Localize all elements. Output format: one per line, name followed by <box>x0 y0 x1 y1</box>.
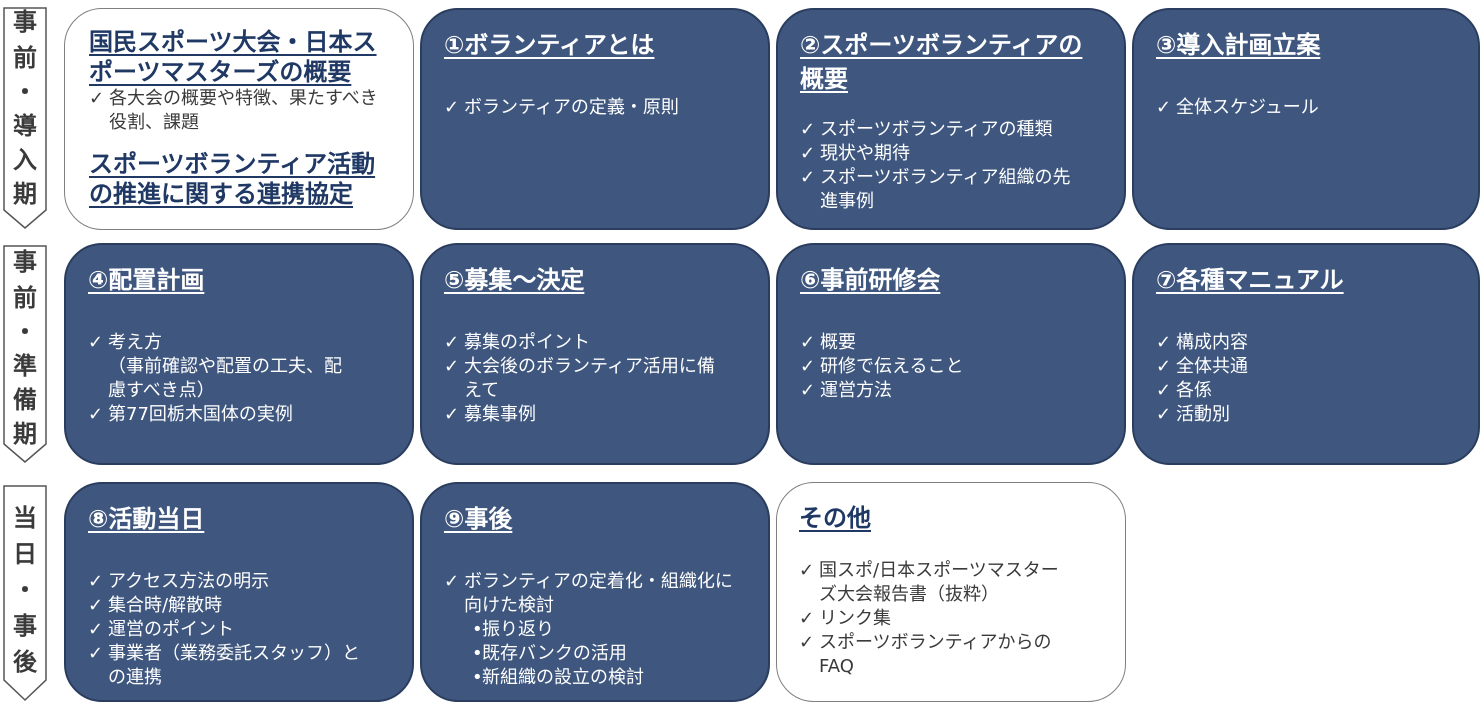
card-title[interactable]: ④配置計画 <box>88 266 205 294</box>
list-item: スポーツボランティアからのFAQ <box>799 631 1103 679</box>
card-title[interactable]: ⑥事前研修会 <box>800 266 941 294</box>
phase-label: 事 前 ・ 準 備 期 <box>13 248 37 448</box>
list-item: 現状や期待 <box>800 142 1102 166</box>
card-8-event-day[interactable]: ⑧活動当日 アクセス方法の明示 集合時/解散時 運営のポイント 事業者（業務委託… <box>64 482 414 702</box>
card-5-recruit[interactable]: ⑤募集～決定 募集のポイント 大会後のボランティア活用に備えて 募集事例 <box>420 243 770 465</box>
list-item-note: （事前確認や配置の工夫、配慮すべき点） <box>108 356 342 401</box>
card-title[interactable]: ⑨事後 <box>444 505 513 533</box>
card-2-sports-volunteer[interactable]: ②スポーツボランティアの概要 スポーツボランティアの種類 現状や期待 スポーツボ… <box>776 8 1126 230</box>
phase-marker-pre-intro: 事 前 ・ 導 入 期 <box>2 6 48 232</box>
card-list: スポーツボランティアの種類 現状や期待 スポーツボランティア組織の先進事例 <box>800 118 1102 214</box>
list-item: 各係 <box>1156 379 1456 403</box>
list-item: 運営のポイント <box>88 618 390 642</box>
phase-marker-day-after: 当 日 ・ 事 後 <box>2 484 48 704</box>
card-list: 募集のポイント 大会後のボランティア活用に備えて 募集事例 <box>444 331 746 427</box>
card-9-after[interactable]: ⑨事後 ボランティアの定着化・組織化に向けた検討 振り返り 既存バンクの活用 新… <box>420 482 770 702</box>
list-item: 概要 <box>800 331 1102 355</box>
card-title[interactable]: ①ボランティアとは <box>444 31 655 59</box>
card-list: 国スポ/日本スポーツマスターズ大会報告書（抜粋） リンク集 スポーツボランティア… <box>799 559 1103 679</box>
list-item: 構成内容 <box>1156 331 1456 355</box>
phase-label: 事 前 ・ 導 入 期 <box>13 8 37 208</box>
phase-marker-pre-prep: 事 前 ・ 準 備 期 <box>2 244 48 466</box>
chevron-down-arrow-shape <box>3 485 47 702</box>
card-title[interactable]: ②スポーツボランティアの概要 <box>800 31 1083 93</box>
list-item: 運営方法 <box>800 379 1102 403</box>
phase-label: 当 日 ・ 事 後 <box>13 504 37 676</box>
agreement-title[interactable]: スポーツボランティア活動の推進に関する連携協定 <box>89 150 376 208</box>
list-item: リンク集 <box>799 607 1103 631</box>
list-item: 全体スケジュール <box>1156 96 1456 120</box>
overview-title[interactable]: 国民スポーツ大会・日本スポーツマスターズの概要 <box>89 28 377 86</box>
card-1-volunteer[interactable]: ①ボランティアとは ボランティアの定義・原則 <box>420 8 770 230</box>
list-subitem: 既存バンクの活用 <box>444 642 746 666</box>
list-item: 全体共通 <box>1156 355 1456 379</box>
card-list: 概要 研修で伝えること 運営方法 <box>800 331 1102 403</box>
card-title[interactable]: その他 <box>799 504 871 532</box>
list-item: ボランティアの定着化・組織化に向けた検討 <box>444 570 746 618</box>
list-item: 研修で伝えること <box>800 355 1102 379</box>
card-6-training[interactable]: ⑥事前研修会 概要 研修で伝えること 運営方法 <box>776 243 1126 465</box>
card-4-placement[interactable]: ④配置計画 考え方 （事前確認や配置の工夫、配慮すべき点） 第77回栃木国体の実… <box>64 243 414 465</box>
list-item: 第77回栃木国体の実例 <box>88 403 390 427</box>
list-item: 募集のポイント <box>444 331 746 355</box>
list-item: スポーツボランティアの種類 <box>800 118 1102 142</box>
card-other[interactable]: その他 国スポ/日本スポーツマスターズ大会報告書（抜粋） リンク集 スポーツボラ… <box>776 482 1126 702</box>
list-item: アクセス方法の明示 <box>88 570 390 594</box>
card-list: アクセス方法の明示 集合時/解散時 運営のポイント 事業者（業務委託スタッフ）と… <box>88 570 390 690</box>
list-item: 国スポ/日本スポーツマスターズ大会報告書（抜粋） <box>799 559 1103 607</box>
chevron-down-arrow-shape <box>3 7 47 229</box>
list-item: スポーツボランティア組織の先進事例 <box>800 166 1102 214</box>
card-overview[interactable]: 国民スポーツ大会・日本スポーツマスターズの概要 各大会の概要や特徴、果たすべき役… <box>64 8 414 230</box>
list-item: 事業者（業務委託スタッフ）との連携 <box>88 642 390 690</box>
card-list: 全体スケジュール <box>1156 96 1456 120</box>
card-title[interactable]: ⑧活動当日 <box>88 505 205 533</box>
list-item: 各大会の概要や特徴、果たすべき役割、課題 <box>89 87 391 135</box>
card-7-manuals[interactable]: ⑦各種マニュアル 構成内容 全体共通 各係 活動別 <box>1132 243 1480 465</box>
card-title[interactable]: ⑤募集～決定 <box>444 266 585 294</box>
list-subitem: 新組織の設立の検討 <box>444 666 746 690</box>
card-title[interactable]: ③導入計画立案 <box>1156 31 1321 59</box>
chevron-down-arrow-shape <box>3 245 47 463</box>
list-item: 大会後のボランティア活用に備えて <box>444 355 746 403</box>
list-item: 活動別 <box>1156 403 1456 427</box>
card-title[interactable]: ⑦各種マニュアル <box>1156 266 1344 294</box>
list-item: 考え方 <box>88 331 390 355</box>
overview-list: 各大会の概要や特徴、果たすべき役割、課題 <box>89 87 391 135</box>
card-list: ボランティアの定義・原則 <box>444 96 746 120</box>
card-list: 構成内容 全体共通 各係 活動別 <box>1156 331 1456 427</box>
list-item: 集合時/解散時 <box>88 594 390 618</box>
card-3-plan[interactable]: ③導入計画立案 全体スケジュール <box>1132 8 1480 230</box>
card-list: ボランティアの定着化・組織化に向けた検討 振り返り 既存バンクの活用 新組織の設… <box>444 570 746 690</box>
card-list: 考え方 （事前確認や配置の工夫、配慮すべき点） 第77回栃木国体の実例 <box>88 331 390 427</box>
list-subitem: 振り返り <box>444 618 746 642</box>
list-item: 募集事例 <box>444 403 746 427</box>
list-item: ボランティアの定義・原則 <box>444 96 746 120</box>
